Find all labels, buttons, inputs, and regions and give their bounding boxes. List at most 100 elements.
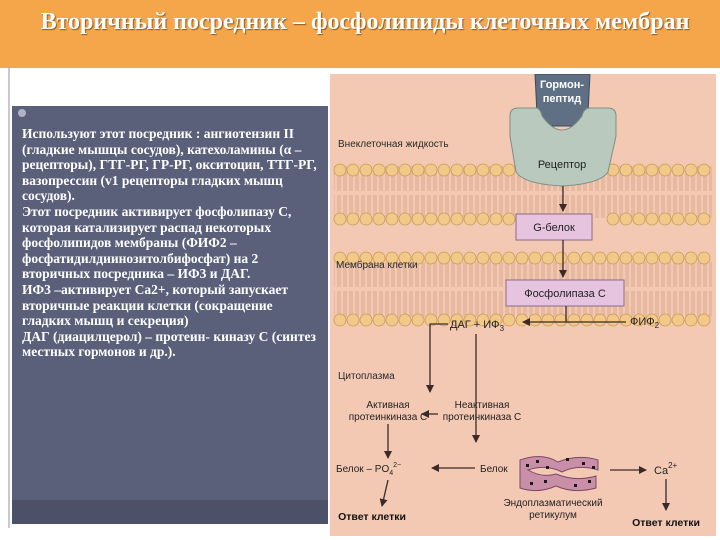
lipid-head [411,163,425,177]
lipid-head [372,212,386,226]
endoplasmic-reticulum [519,456,599,492]
lipid-head [671,163,685,177]
lipid-head [411,212,425,226]
panel-footer [12,500,328,524]
phospholipase-label: Фосфолипаза С [524,288,606,300]
text-panel [12,106,328,524]
calcium-dot [592,466,595,469]
lipid-head [359,251,373,265]
lipid-head [450,313,464,327]
lipid-head [489,212,503,226]
active-kinase-label-1: Активная [366,400,409,411]
calcium-dot [526,464,529,467]
lipid-head [632,251,646,265]
lipid-head [372,163,386,177]
lipid-head [684,163,698,177]
calcium-dot [530,482,533,485]
lipid-head [463,212,477,226]
lipid-head [476,163,490,177]
inactive-kinase-label-2: протеинкиназа С [443,412,522,423]
lipid-head [411,251,425,265]
lipid-head [593,313,607,327]
lipid-head [346,313,360,327]
lipid-head [580,313,594,327]
lipid-head [450,163,464,177]
lipid-head [502,251,516,265]
lipid-head [567,251,581,265]
lipid-head [645,163,659,177]
lipid-head [424,212,438,226]
extracellular-label: Внеклеточная жидкость [338,139,449,150]
lipid-head [398,163,412,177]
lipid-head [502,212,516,226]
er-label-2: ретикулум [529,510,577,521]
lipid-head [385,212,399,226]
lipid-head [515,251,529,265]
lipid-head [437,163,451,177]
lipid-head [463,163,477,177]
hormone-label-2: пептид [543,93,582,105]
er-label-1: Эндоплазматический [503,498,602,509]
lipid-head [385,251,399,265]
lipid-head [606,313,620,327]
lipid-head [359,212,373,226]
lipid-head [398,251,412,265]
lipid-head [697,251,711,265]
membrane-label: Мембрана клетки [336,259,418,271]
lipid-head [645,313,659,327]
lipid-head [619,163,633,177]
paragraph-ip3: ИФ3 –активирует Са2+, который запускает … [22,281,288,329]
lipid-head [372,251,386,265]
active-kinase-label-2: протеинкиназа С [349,412,428,423]
inactive-kinase-label-1: Неактивная [455,400,510,411]
calcium-dot [544,480,547,483]
lipid-head [437,212,451,226]
frame-line [8,68,10,528]
hormone-label-1: Гормон- [540,79,584,91]
calcium-dot [574,484,577,487]
lipid-head [502,313,516,327]
lipid-head [450,251,464,265]
calcium-dot [546,466,549,469]
lipid-head [541,251,555,265]
calcium-label: Ca2+ [654,461,678,477]
receptor: Рецептор [509,107,617,187]
calcium-dot [536,460,539,463]
calcium-dot [588,480,591,483]
calcium-dot [582,462,585,465]
bullet-icon [18,109,26,117]
lipid-head [489,251,503,265]
lipid-head [619,313,633,327]
dag-ip3-label: ДАГ + ИФ3 [450,319,505,333]
lipid-head [619,251,633,265]
lipid-head [359,163,373,177]
lipid-head [398,313,412,327]
lipid-head [346,251,360,265]
g-protein-label: G-белок [533,222,575,234]
lipid-head [385,163,399,177]
lipid-head [658,212,672,226]
text-body: Используют этот посредник : ангиотензин … [22,126,324,360]
lipid-head [554,313,568,327]
lipid-head [463,313,477,327]
lipid-head [333,212,347,226]
response-left-label: Ответ клетки [338,511,406,523]
lipid-head [697,313,711,327]
lipid-head [333,251,347,265]
lipid-head [671,313,685,327]
lipid-head [489,163,503,177]
lipid-head [437,251,451,265]
lipid-head [424,163,438,177]
lipid-head [645,251,659,265]
g-protein-box: G-белок [515,213,593,241]
lipid-head [658,163,672,177]
protein-p-label: Белок – PO42− [336,462,401,477]
lipid-head [489,313,503,327]
lipid-head [463,251,477,265]
paragraph-dag: ДАГ (диацилцерол) – протеин- киназу С (с… [22,328,316,360]
lipid-head [476,212,490,226]
lipid-head [398,212,412,226]
lipid-head [684,251,698,265]
lipid-head [697,163,711,177]
lipid-head [658,251,672,265]
